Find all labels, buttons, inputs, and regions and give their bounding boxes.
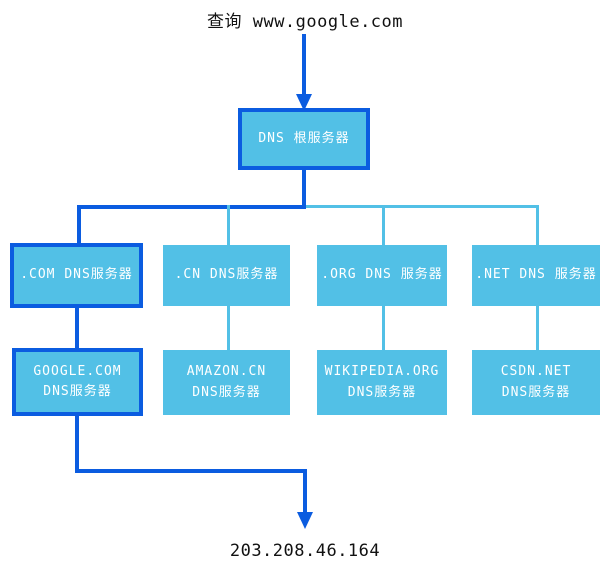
connector-branch-to-net (536, 205, 539, 246)
node-label-line2: DNS服务器 (501, 384, 571, 400)
node-label-line1: GOOGLE.COM (33, 363, 122, 379)
node-net-dns-server: .NET DNS 服务器 (472, 245, 600, 306)
connector-cn-to-amazon (227, 306, 230, 350)
connector-branch-to-com (77, 205, 81, 244)
node-label-line1: WIKIPEDIA.ORG (324, 364, 440, 380)
node-label: .NET DNS 服务器 (475, 267, 597, 283)
connector-to-ip (303, 469, 307, 514)
node-label: .CN DNS服务器 (174, 267, 279, 283)
branch-bus-left (77, 205, 306, 209)
node-label-line2: DNS服务器 (192, 384, 261, 400)
node-com-dns-server: .COM DNS服务器 (10, 243, 143, 308)
node-label: DNS 根服务器 (258, 130, 350, 146)
connector-org-to-wikipedia (382, 306, 385, 350)
node-cn-dns-server: .CN DNS服务器 (163, 245, 290, 306)
connector-net-to-csdn (536, 306, 539, 350)
connector-root-to-branch (302, 170, 306, 208)
arrow-down-icon (296, 94, 312, 111)
arrow-down-icon (297, 512, 313, 529)
node-google-com-dns-server: GOOGLE.COM DNS服务器 (12, 348, 143, 416)
connector-google-down (75, 416, 79, 473)
node-label-line2: DNS服务器 (43, 384, 112, 399)
node-dns-root-server: DNS 根服务器 (238, 108, 370, 170)
node-label: .COM DNS服务器 (20, 267, 133, 283)
node-org-dns-server: .ORG DNS 服务器 (317, 245, 447, 306)
connector-google-horizontal (75, 469, 307, 473)
connector-branch-to-org (382, 205, 385, 246)
node-amazon-cn-dns-server: AMAZON.CN DNS服务器 (163, 350, 290, 415)
connector-branch-to-cn (227, 205, 230, 246)
connector-com-to-google (75, 308, 79, 350)
node-wikipedia-org-dns-server: WIKIPEDIA.ORG DNS服务器 (317, 350, 447, 415)
query-label: 查询 www.google.com (206, 12, 404, 32)
connector-query-to-root (302, 34, 306, 96)
node-csdn-net-dns-server: CSDN.NET DNS服务器 (472, 350, 600, 415)
result-ip-label: 203.208.46.164 (229, 541, 381, 561)
node-label-line1: CSDN.NET (500, 364, 572, 380)
node-label: .ORG DNS 服务器 (321, 267, 443, 283)
node-label-line1: AMAZON.CN (186, 364, 267, 380)
node-label-line2: DNS服务器 (347, 384, 417, 400)
branch-bus-right (306, 205, 539, 208)
